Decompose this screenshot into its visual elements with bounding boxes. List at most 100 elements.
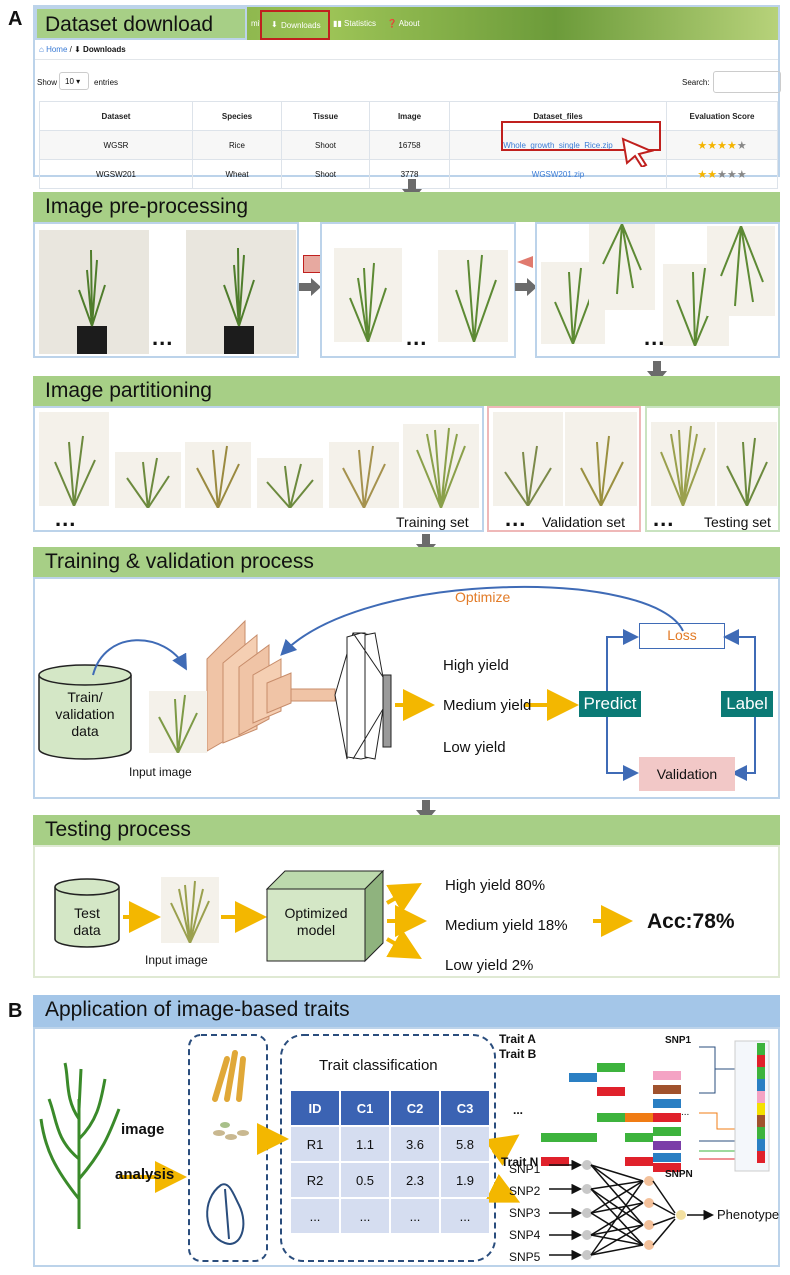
test-db-label: Test data [73,905,101,938]
snp-label: SNP5 [509,1250,541,1264]
snp-label: SNP3 [509,1206,541,1220]
training-diagram [38,585,756,781]
testing-title: Testing process [45,818,191,841]
snp-list: SNP1 SNP2 SNP3 SNP4 SNP5 [509,1158,540,1268]
cell-species: Rice [192,130,282,160]
snp-bottom-label: SNPN [665,1169,693,1180]
result-high: High yield 80% [445,877,546,894]
crop-icon [303,255,321,273]
cell-dataset: WGSW201 [39,159,193,189]
preprocessing-title: Image pre-processing [45,195,249,218]
test-input-plant-image [161,877,219,943]
entries-select[interactable]: 10 ▾ [59,72,89,90]
file-highlight-box [501,121,661,151]
result-low: Low yield 2% [445,957,534,974]
col-evaluation-score[interactable]: Evaluation Score [666,101,778,131]
table-cell: ... [441,1199,489,1233]
cursor-icon [621,137,655,167]
col-dataset[interactable]: Dataset [39,101,193,131]
raw-images-box: ... [33,222,299,358]
image-word: image [121,1121,165,1138]
augmented-plant-image [707,226,775,316]
snp-label: SNP2 [509,1184,541,1198]
partition-plant-image [651,422,715,506]
dataset-table: Dataset Species Tissue Image Dataset_fil… [39,101,778,189]
table-cell: 1.9 [441,1163,489,1197]
trait-table-header: ID C1 C2 C3 [291,1091,489,1125]
download-icon: ⬇ [74,45,81,54]
testing-box: Test data Input image Optimized model Hi… [33,845,780,978]
raw-plant-image [186,230,296,354]
testing-set-box: ... Testing set [645,406,780,532]
partition-plant-image [493,412,563,506]
star-icon: ★ [717,139,727,152]
application-box: image analysis Trait classification ID C… [33,1027,780,1267]
testing-diagram [54,869,633,963]
panel-a-letter: A [8,8,23,30]
partition-plant-image [257,458,323,508]
col-tissue[interactable]: Tissue [281,101,370,131]
partition-plant-image [39,412,109,506]
download-title-box: Dataset download [35,7,247,40]
table-row: ... ... ... ... [291,1199,489,1233]
training-title: Training & validation process [45,550,314,573]
training-set-label: Training set [396,514,469,530]
label-box: Label [721,691,773,717]
cell-species: Wheat [192,159,282,189]
table-cell: R1 [291,1127,339,1161]
training-bar: Training & validation process [33,547,780,577]
nav-downloads: Downloads [281,21,321,30]
breadcrumb: ⌂ Home / ⬇ Downloads [39,45,126,54]
analysis-word: analysis [115,1166,175,1183]
nav-statistics[interactable]: ▮▮ Statistics [333,19,377,28]
table-row: WGSR Rice Shoot 16758 Whole_growth_singl… [39,130,778,160]
class-high: High yield [443,657,509,674]
right-arrow-icon [299,278,321,296]
trait-n-label: Trait N [501,1155,539,1169]
class-low: Low yield [443,739,506,756]
table-cell: 1.1 [341,1127,389,1161]
col-species[interactable]: Species [192,101,282,131]
loss-box: Loss [639,623,725,649]
star-icon: ★ [697,139,708,152]
nav-about[interactable]: ❓ About [387,19,420,28]
question-icon: ❓ [387,19,399,28]
train-db-label: Train/ validation data [55,689,115,739]
star-empty-icon: ★ [736,139,747,152]
home-icon: ⌂ [39,45,47,54]
table-cell: 2.3 [391,1163,439,1197]
col-image[interactable]: Image [369,101,450,131]
breadcrumb-sep: / [69,45,72,54]
partition-plant-image [717,422,777,506]
search-input[interactable] [713,71,781,93]
phenotype-label: Phenotype [717,1207,780,1222]
right-arrow-icon [515,278,537,296]
cell-tissue: Shoot [281,130,370,160]
table-row: R1 1.1 3.6 5.8 [291,1127,489,1161]
partition-plant-image [565,412,637,506]
show-label: Show [37,78,58,87]
trait-b-label: Trait B [499,1047,537,1061]
divider [35,59,778,60]
breadcrumb-home[interactable]: Home [46,45,68,54]
nav-downloads-highlight[interactable]: ⬇ Downloads [260,10,330,40]
trait-col-id: ID [291,1091,339,1125]
cell-file-link[interactable]: WGSW201.zip [449,159,667,189]
application-title: Application of image-based traits [45,998,350,1021]
snp-mid-dots: ... [681,1107,690,1118]
cell-stars: ★★★★★ [666,130,778,160]
testing-bar: Testing process [33,815,780,845]
cell-dataset: WGSR [39,130,193,160]
star-empty-icon: ★ [726,168,737,181]
application-bar: Application of image-based traits [33,995,780,1027]
snp-label: SNP1 [509,1162,541,1176]
input-plant-image [149,691,207,753]
predict-box: Predict [579,691,641,717]
preprocessing-bar: Image pre-processing [33,192,780,222]
trait-col-c2: C2 [391,1091,439,1125]
star-empty-icon: ★ [717,168,727,181]
table-cell: ... [291,1199,339,1233]
star-icon: ★ [726,139,737,152]
ellipsis: ... [55,506,77,531]
table-cell: 5.8 [441,1127,489,1161]
